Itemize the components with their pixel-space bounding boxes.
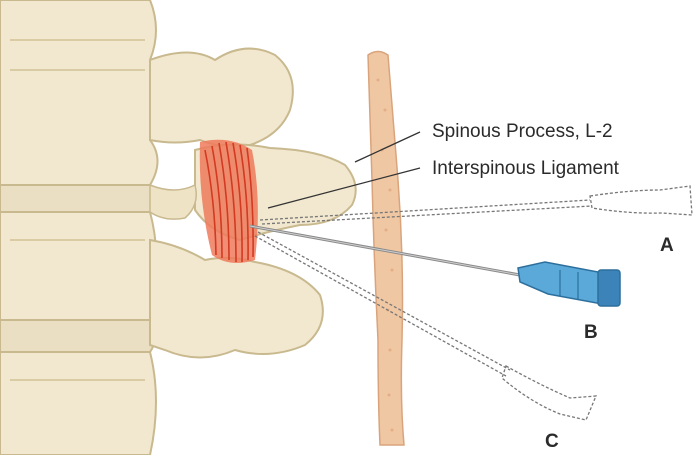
- posterior-elements: [149, 47, 357, 359]
- needle-c: [254, 231, 598, 421]
- needle-a: [259, 185, 693, 225]
- leader-line-spinous: [354, 131, 421, 163]
- needle-c-label: C: [545, 431, 559, 452]
- needle-b: [249, 224, 621, 307]
- needle-a-label: A: [660, 235, 674, 256]
- vertebral-body-middle: [0, 211, 158, 321]
- vertebral-body-lower: [0, 351, 157, 455]
- lamina-lower: [149, 238, 324, 359]
- needle-b-label: B: [584, 322, 598, 343]
- intervertebral-disc-lower: [0, 319, 156, 353]
- vertebral-body-upper: [0, 0, 159, 186]
- spinous-process-label: Spinous Process, L-2: [432, 121, 613, 142]
- leader-lines: [267, 131, 421, 209]
- intervertebral-disc-upper: [0, 184, 156, 213]
- skin-layer: [367, 50, 405, 446]
- leader-line-ligament: [267, 167, 421, 209]
- vertebral-column: [0, 0, 159, 455]
- interspinous-ligament: [199, 139, 258, 264]
- interspinous-ligament-label: Interspinous Ligament: [432, 158, 619, 179]
- spinous-process-upper: [149, 47, 294, 148]
